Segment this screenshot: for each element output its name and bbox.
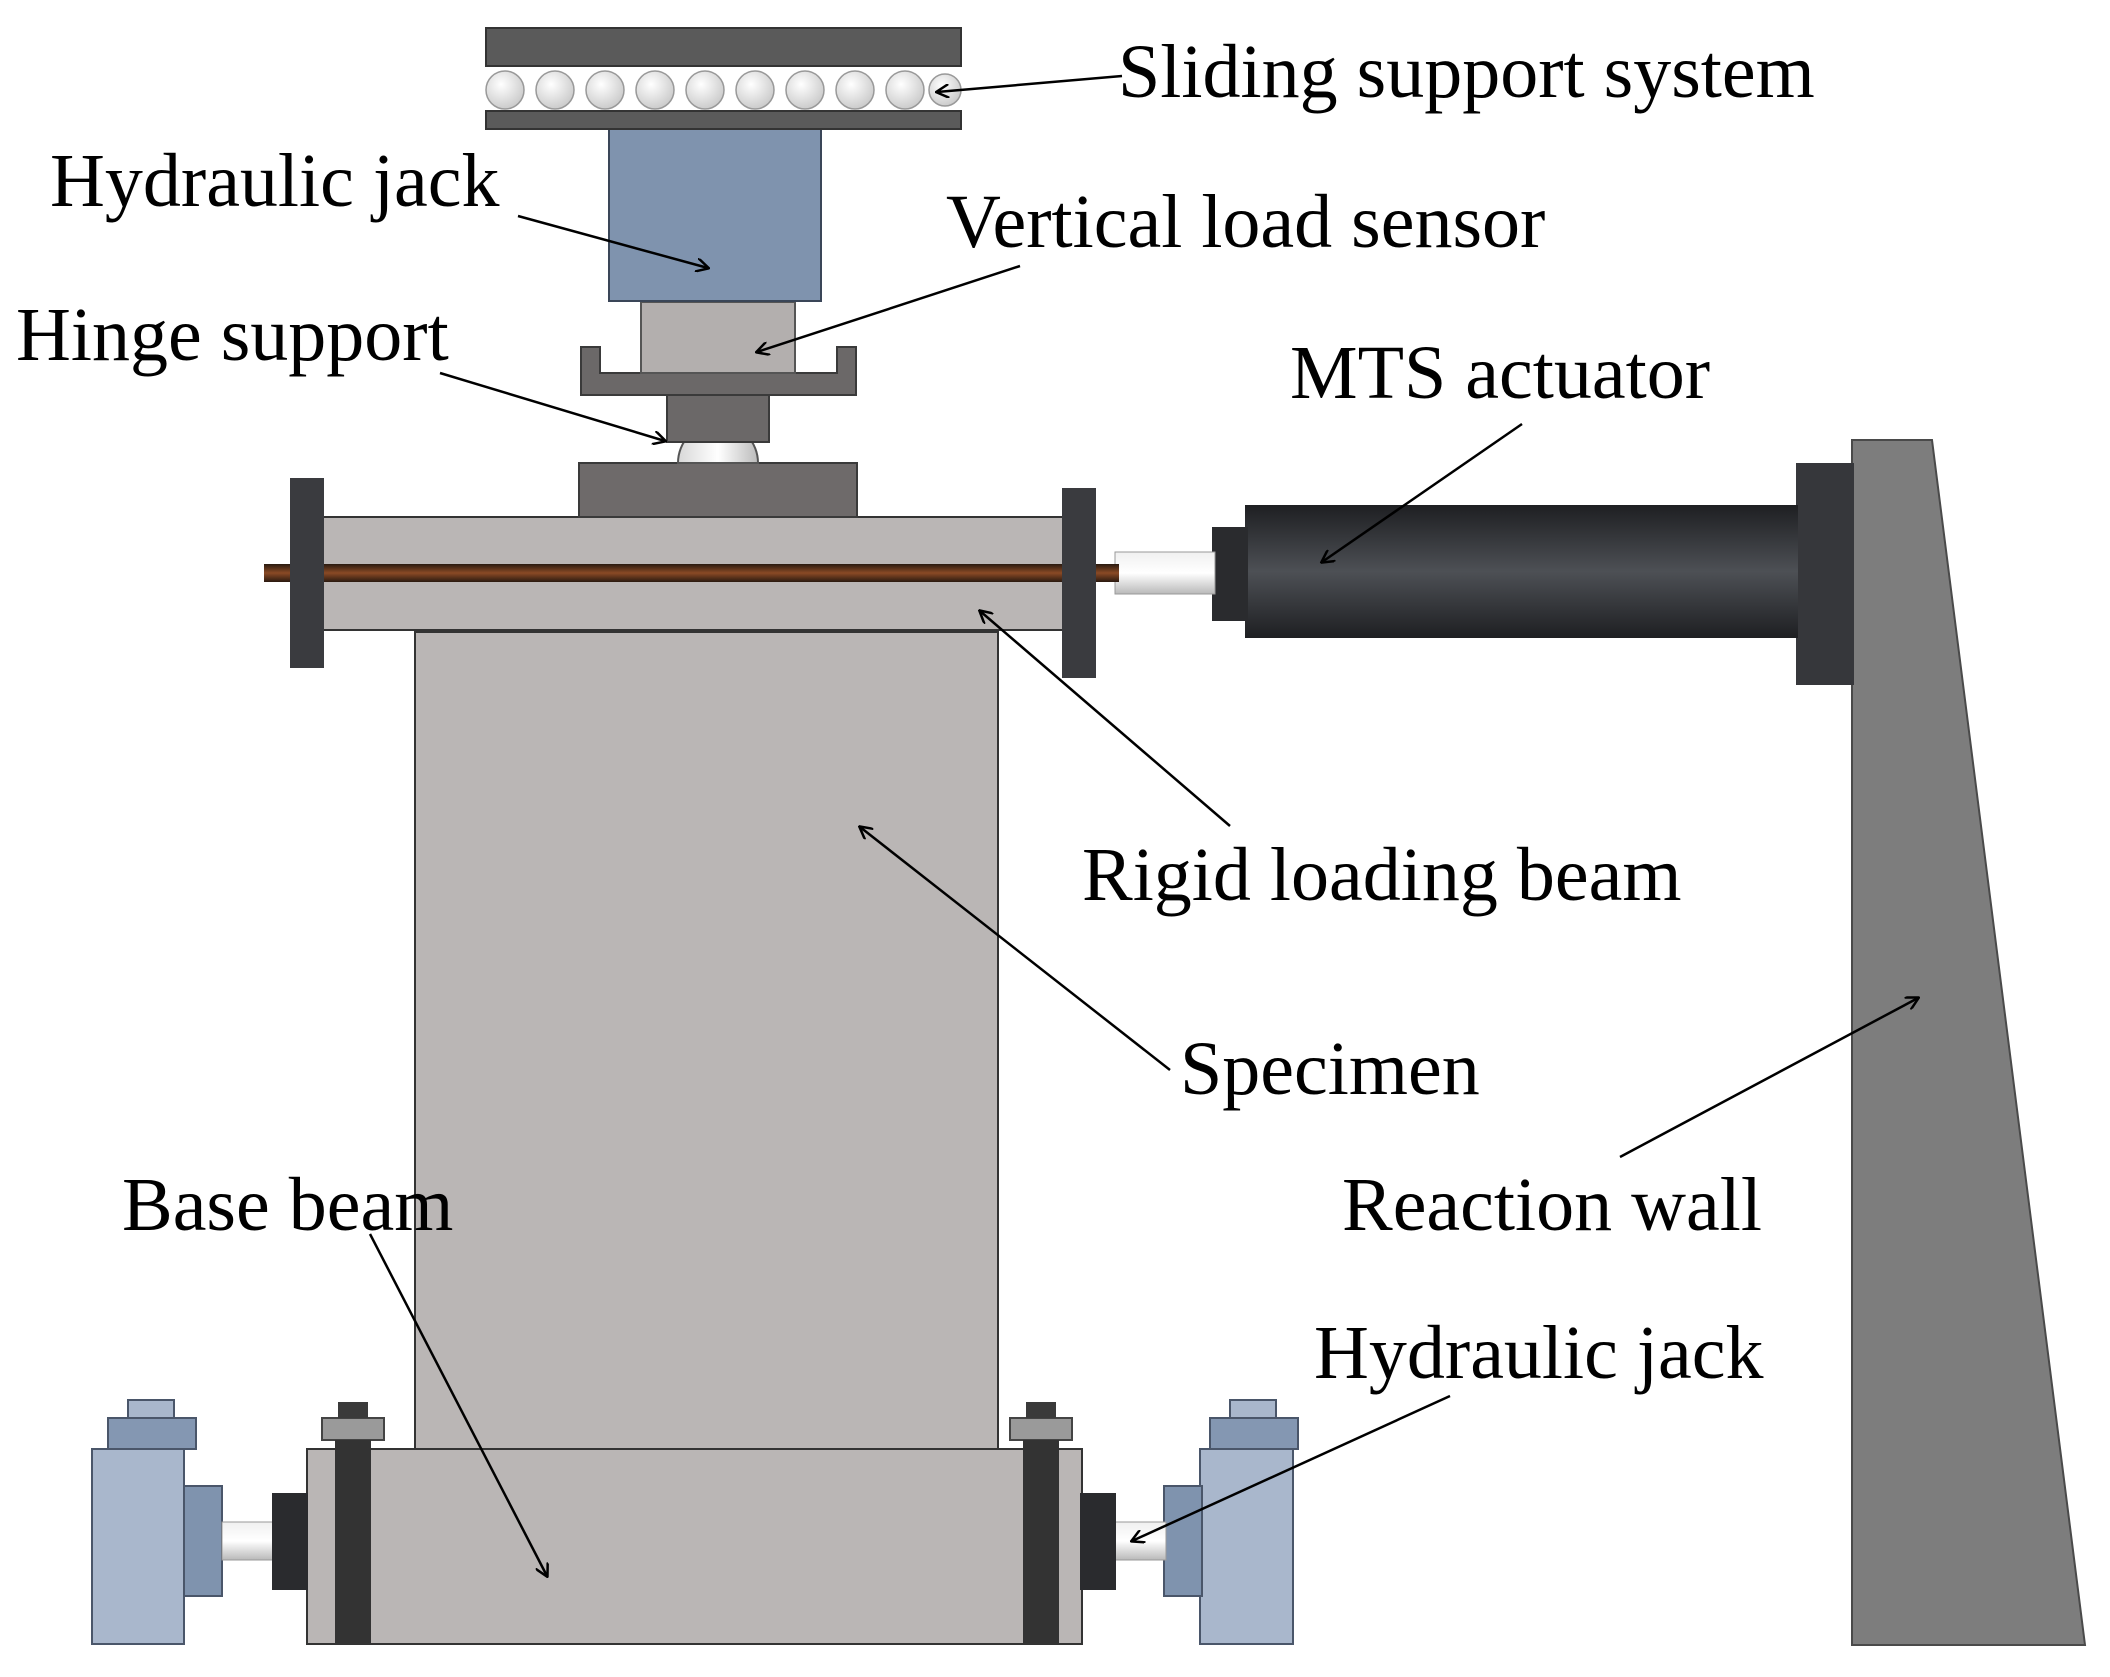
- label-mts-actuator: MTS actuator: [1290, 331, 1710, 415]
- leader-hydraulic-jack-bottom: [1132, 1394, 1451, 1541]
- leader-sliding-support: [937, 74, 1123, 92]
- actuator-front-cap: [1212, 527, 1248, 621]
- label-base-beam: Base beam: [122, 1163, 453, 1247]
- hinge-bracket: [580, 346, 857, 396]
- sliding-support-balls: [485, 70, 962, 110]
- beam-right-flange: [1062, 488, 1096, 678]
- leader-hinge-support: [439, 371, 665, 441]
- hydraulic-jack-bottom: [1080, 1399, 1299, 1645]
- label-hinge-support: Hinge support: [16, 293, 449, 377]
- sliding-support-top-plate: [485, 27, 962, 67]
- label-specimen: Specimen: [1180, 1027, 1480, 1111]
- specimen: [414, 631, 999, 1450]
- loading-plate: [578, 462, 858, 518]
- reaction-wall: [1851, 439, 2087, 1646]
- leader-hydraulic-jack-top: [517, 214, 708, 268]
- leader-rigid-loading-beam: [980, 611, 1231, 827]
- leader-vertical-load-sensor: [757, 264, 1021, 352]
- label-rigid-loading-beam: Rigid loading beam: [1082, 833, 1681, 917]
- base-beam: [306, 1448, 1083, 1645]
- leader-lines: [368, 74, 1918, 1576]
- label-vertical-load-sensor: Vertical load sensor: [946, 180, 1545, 264]
- hydraulic-jack-left: [91, 1399, 308, 1645]
- vertical-load-sensor: [640, 301, 796, 374]
- base-beam-right-bolt: [1009, 1402, 1073, 1644]
- base-beam-left-bolt: [321, 1402, 385, 1644]
- leader-mts-actuator: [1322, 422, 1523, 562]
- label-reaction-wall: Reaction wall: [1342, 1163, 1762, 1247]
- hydraulic-jack-top: [608, 127, 822, 302]
- label-hydraulic-jack-top: Hydraulic jack: [50, 139, 499, 223]
- sliding-support-bottom-plate: [485, 110, 962, 130]
- leader-base-beam: [368, 1233, 547, 1576]
- label-hydraulic-jack-bottom: Hydraulic jack: [1314, 1311, 1763, 1395]
- hinge-lower-block: [666, 393, 770, 443]
- label-sliding-support-system: Sliding support system: [1118, 30, 1815, 114]
- leader-reaction-wall: [1619, 998, 1918, 1159]
- actuator-cylinder: [1245, 505, 1798, 638]
- beam-tie-rod: [264, 564, 1119, 582]
- beam-left-flange: [290, 478, 324, 668]
- actuator-piston-rod: [1114, 551, 1216, 595]
- leader-specimen: [860, 827, 1171, 1071]
- actuator-mount-plate: [1796, 463, 1854, 685]
